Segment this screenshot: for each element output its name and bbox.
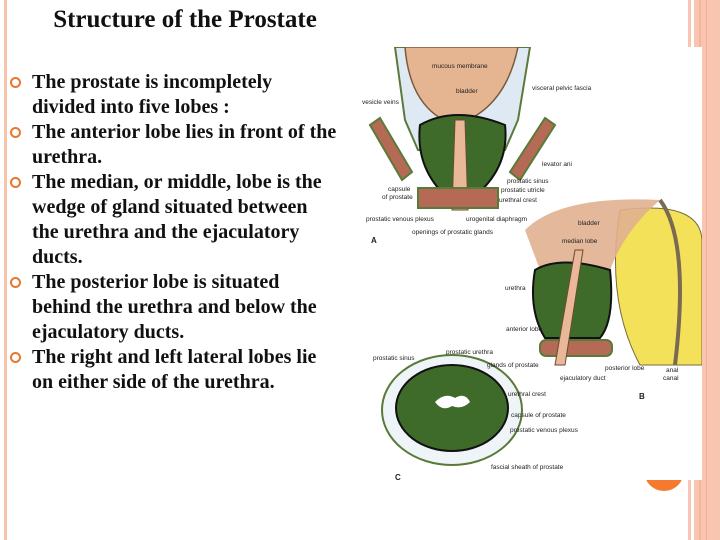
panel-c-illustration — [381, 354, 523, 466]
label-urogenital-diaphragm: urogenital diaphragm — [466, 216, 527, 223]
label-bladder: bladder — [456, 88, 479, 95]
label-venous-plexus-c: prostatic venous plexus — [510, 427, 579, 434]
circle-bullet-icon — [10, 177, 21, 188]
bullet-text: The anterior lobe lies in front of the u… — [32, 121, 337, 168]
label-ejaculatory-duct: ejaculatory duct — [560, 375, 606, 382]
bullet-item: The right and left lateral lobes lie on … — [8, 345, 338, 395]
bullet-list: The prostate is incompletely divided int… — [8, 70, 338, 395]
label-capsule: capsule — [388, 186, 411, 193]
label-anterior-lobe: anterior lobe — [506, 326, 543, 333]
label-prostatic-utricle: prostatic utricle — [501, 187, 545, 194]
label-median-lobe: median lobe — [562, 238, 598, 245]
bullet-text: The prostate is incompletely divided int… — [32, 71, 273, 118]
label-bladder-b: bladder — [578, 220, 601, 227]
label-prostatic-venous-plexus: prostatic venous plexus — [366, 216, 435, 223]
panel-b-illustration — [525, 198, 703, 366]
circle-bullet-icon — [10, 352, 21, 363]
panel-a-illustration — [368, 46, 557, 211]
label-capsule-c: capsule of prostate — [511, 412, 566, 419]
label-urethral-crest-c: urethral crest — [508, 391, 546, 398]
label-prostatic-sinus-c: prostatic sinus — [373, 355, 415, 362]
label-capsule-2: of prostate — [382, 194, 413, 201]
label-openings: openings of prostatic glands — [412, 229, 494, 236]
label-posterior-lobe: posterior lobe — [605, 365, 645, 372]
label-anal: anal — [666, 367, 679, 374]
slide-title: Structure of the Prostate — [53, 6, 317, 33]
bullet-item: The median, or middle, lobe is the wedge… — [8, 170, 338, 270]
panel-letter-c: C — [395, 473, 401, 480]
label-fascial-sheath: fascial sheath of prostate — [491, 464, 564, 471]
label-vesicle-veins: vesicle veins — [362, 99, 400, 106]
label-levator-ani: levator ani — [542, 161, 572, 168]
left-border-line — [4, 0, 7, 540]
label-urethral-crest: urethral crest — [499, 197, 537, 204]
prostate-anatomy-figure: mucous membrane bladder visceral pelvic … — [362, 46, 703, 482]
label-glands: glands of prostate — [487, 362, 539, 369]
bullet-item: The posterior lobe is situated behind th… — [8, 270, 338, 345]
circle-bullet-icon — [10, 127, 21, 138]
right-border-stripe — [706, 0, 707, 540]
bullet-text: The median, or middle, lobe is the wedge… — [32, 171, 322, 268]
bullet-text: The right and left lateral lobes lie on … — [32, 346, 317, 393]
bullet-item: The anterior lobe lies in front of the u… — [8, 120, 338, 170]
label-urethra: urethra — [505, 285, 526, 292]
panel-letter-b: B — [639, 392, 645, 401]
bullet-item: The prostate is incompletely divided int… — [8, 70, 338, 120]
label-prostatic-urethra: prostatic urethra — [446, 349, 493, 356]
bullet-text: The posterior lobe is situated behind th… — [32, 271, 317, 343]
label-visceral-pelvic-fascia: visceral pelvic fascia — [532, 85, 592, 92]
circle-bullet-icon — [10, 277, 21, 288]
label-prostatic-sinus: prostatic sinus — [507, 178, 549, 185]
label-canal: canal — [663, 375, 679, 382]
panel-letter-a: A — [371, 236, 377, 245]
circle-bullet-icon — [10, 77, 21, 88]
label-mucous-membrane: mucous membrane — [432, 63, 488, 70]
